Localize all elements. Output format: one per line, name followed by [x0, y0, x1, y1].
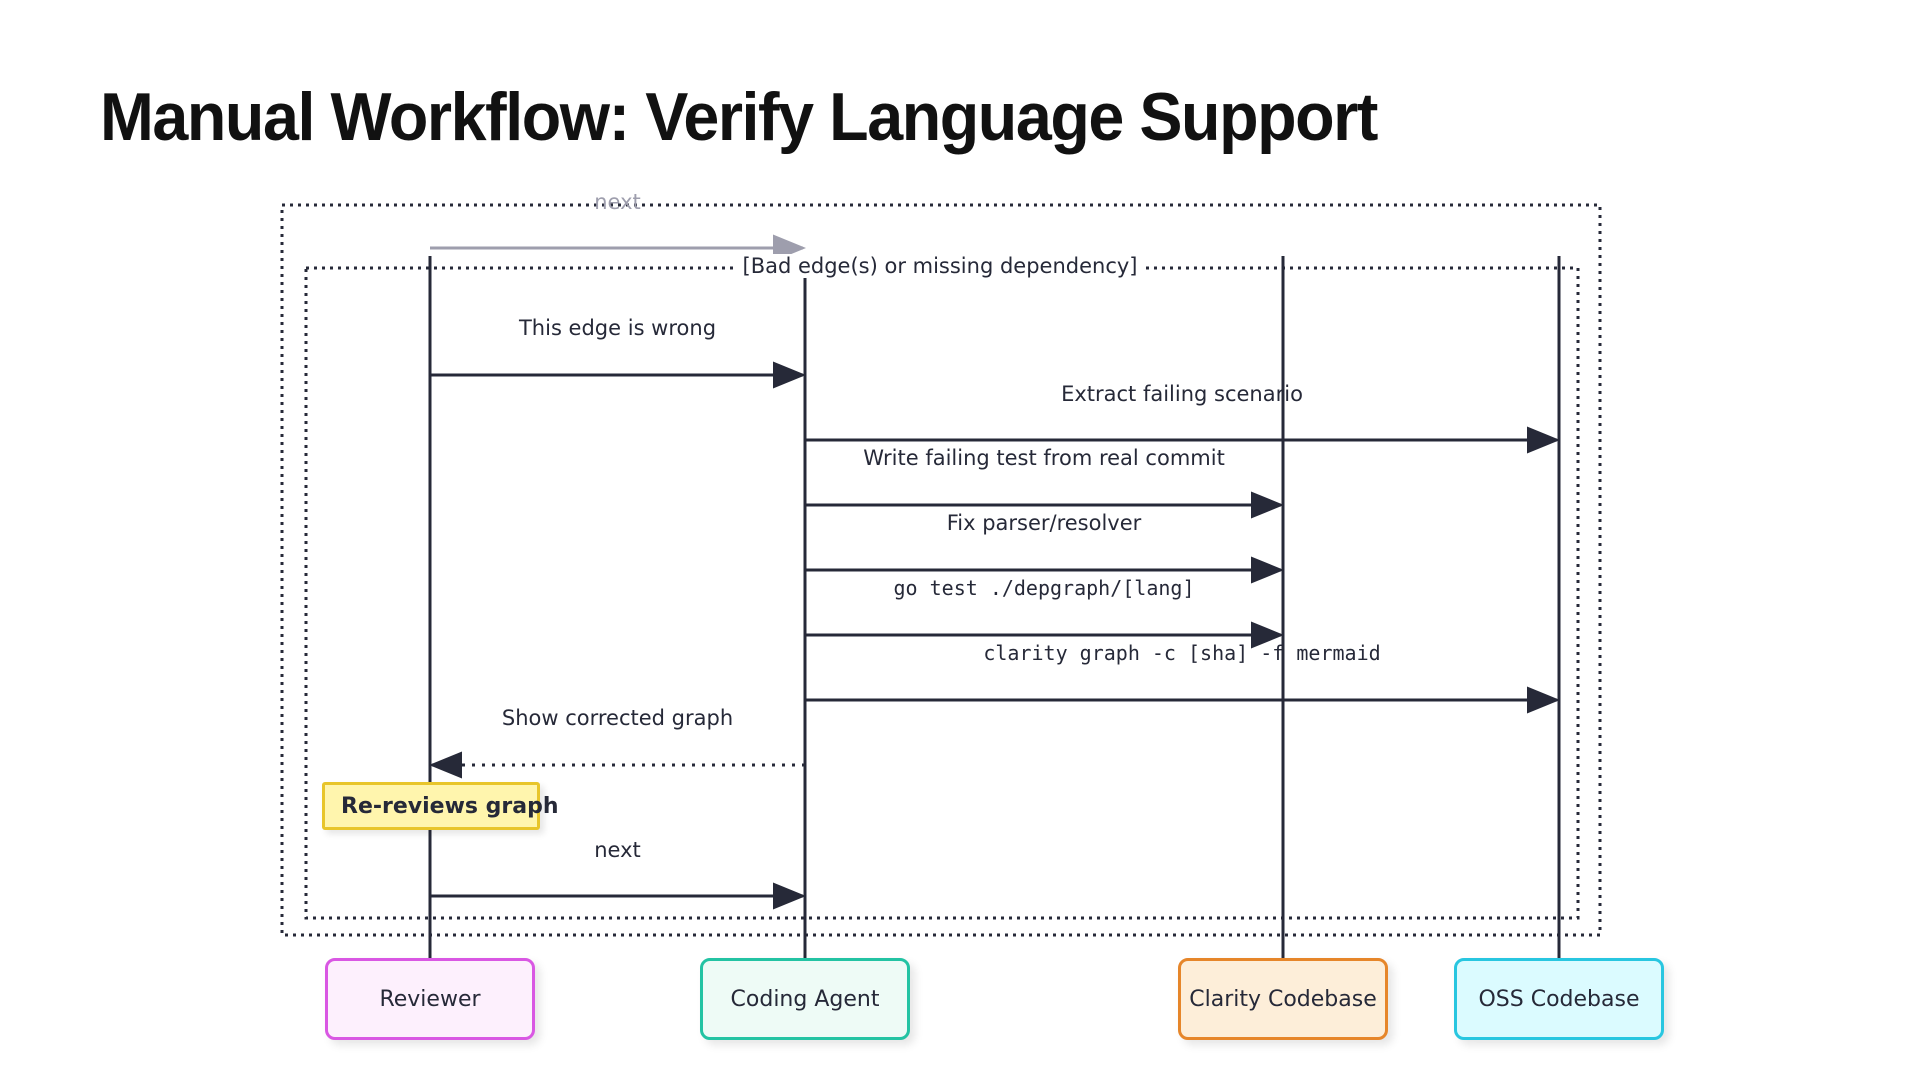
message-label-edge-wrong: This edge is wrong — [518, 316, 717, 340]
message-arrows — [429, 234, 1560, 910]
actor-box-reviewer[interactable]: Reviewer — [325, 958, 535, 1040]
message-label-fix-parser: Fix parser/resolver — [946, 511, 1142, 535]
actor-box-agent[interactable]: Coding Agent — [700, 958, 910, 1040]
loop-condition-label: [Bad edge(s) or missing dependency] — [736, 254, 1144, 278]
page-title: Manual Workflow: Verify Language Support — [100, 79, 1378, 155]
note-label: Re-reviews graph — [341, 793, 559, 819]
message-label-next-top: next — [594, 190, 641, 214]
actor-label-clarity: Clarity Codebase — [1189, 986, 1377, 1012]
actor-box-clarity[interactable]: Clarity Codebase — [1178, 958, 1388, 1040]
message-label-write-test: Write failing test from real commit — [863, 446, 1225, 470]
message-label-next-bottom: next — [594, 838, 641, 862]
actor-box-oss[interactable]: OSS Codebase — [1454, 958, 1664, 1040]
note-re-reviews: Re-reviews graph — [322, 782, 559, 830]
message-label-go-test: go test ./depgraph/[lang] — [893, 576, 1195, 600]
message-label-clarity-graph: clarity graph -c [sha] -f mermaid — [983, 641, 1381, 665]
message-label-show-graph: Show corrected graph — [501, 706, 734, 730]
outer-loop — [280, 203, 1602, 937]
actor-label-oss: OSS Codebase — [1478, 986, 1640, 1012]
loop-frames — [280, 203, 1602, 937]
lifelines — [428, 196, 1561, 958]
message-label-extract-scenario: Extract failing scenario — [1061, 382, 1303, 406]
actor-label-reviewer: Reviewer — [379, 986, 481, 1012]
actor-label-agent: Coding Agent — [730, 986, 880, 1012]
